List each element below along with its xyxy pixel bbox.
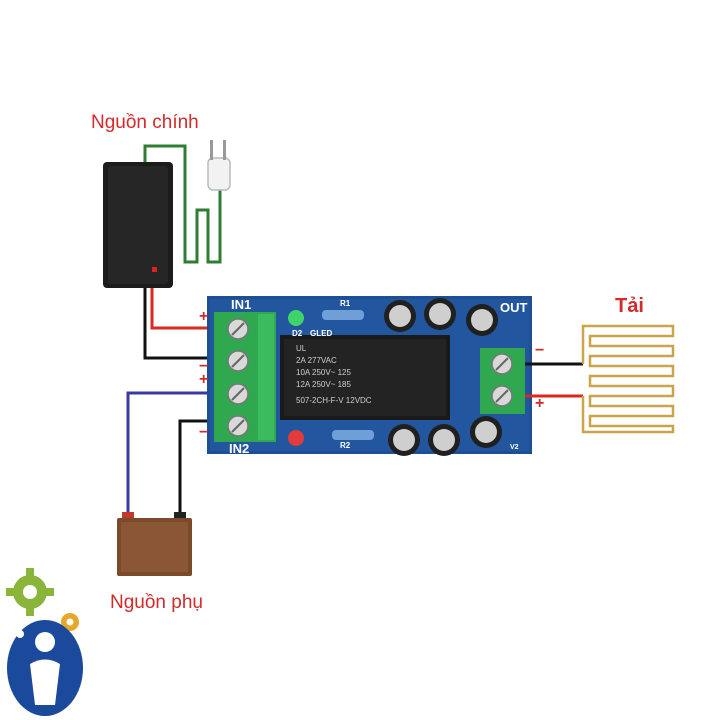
person-logo-icon (7, 620, 83, 716)
in1-minus-sign: − (199, 358, 209, 375)
in1-negative-wire (143, 288, 215, 360)
red-led (288, 430, 304, 446)
in2-positive-wire (126, 391, 215, 516)
green-led (288, 310, 304, 326)
relay-text-1: UL (296, 344, 307, 353)
plug-icon (207, 140, 231, 191)
r2-label: R2 (340, 441, 351, 450)
in2-negative-wire (178, 419, 215, 516)
in2-plus-sign: + (199, 371, 209, 388)
power-adapter-icon (103, 162, 173, 288)
battery-icon (117, 512, 192, 576)
in1-positive-wire (150, 288, 215, 330)
led-d2-label: D2 (292, 329, 303, 338)
out-minus-sign: − (535, 342, 545, 359)
relay-board (207, 296, 532, 456)
led-gled-label: GLED (310, 329, 333, 338)
in2-silk-label: IN2 (229, 441, 250, 456)
relay-text-5: 507-2CH-F-V 12VDC (296, 396, 372, 405)
relay-text-3: 10A 250V~ 125 (296, 368, 351, 377)
heater-load-icon (581, 324, 675, 434)
relay-text-2: 2A 277VAC (296, 356, 337, 365)
power-cord (143, 144, 222, 264)
main-source-label: Nguồn chính (91, 112, 199, 133)
in2-minus-sign: − (199, 424, 209, 441)
out-plus-sign: + (535, 395, 545, 412)
in1-plus-sign: + (199, 308, 209, 325)
in1-silk-label: IN1 (231, 297, 252, 312)
gear-icon (6, 568, 79, 631)
relay-text-4: 12A 250V~ 185 (296, 380, 351, 389)
resistor-r1 (322, 310, 364, 320)
capacitors-bottom (388, 416, 502, 456)
capacitors-top (384, 298, 498, 336)
resistor-r2 (332, 430, 374, 440)
out-silk-label: OUT (500, 300, 528, 315)
r1-label: R1 (340, 299, 351, 308)
load-label: Tải (615, 295, 644, 317)
backup-source-label: Nguồn phụ (110, 592, 203, 613)
v2-label: V2 (510, 444, 519, 451)
